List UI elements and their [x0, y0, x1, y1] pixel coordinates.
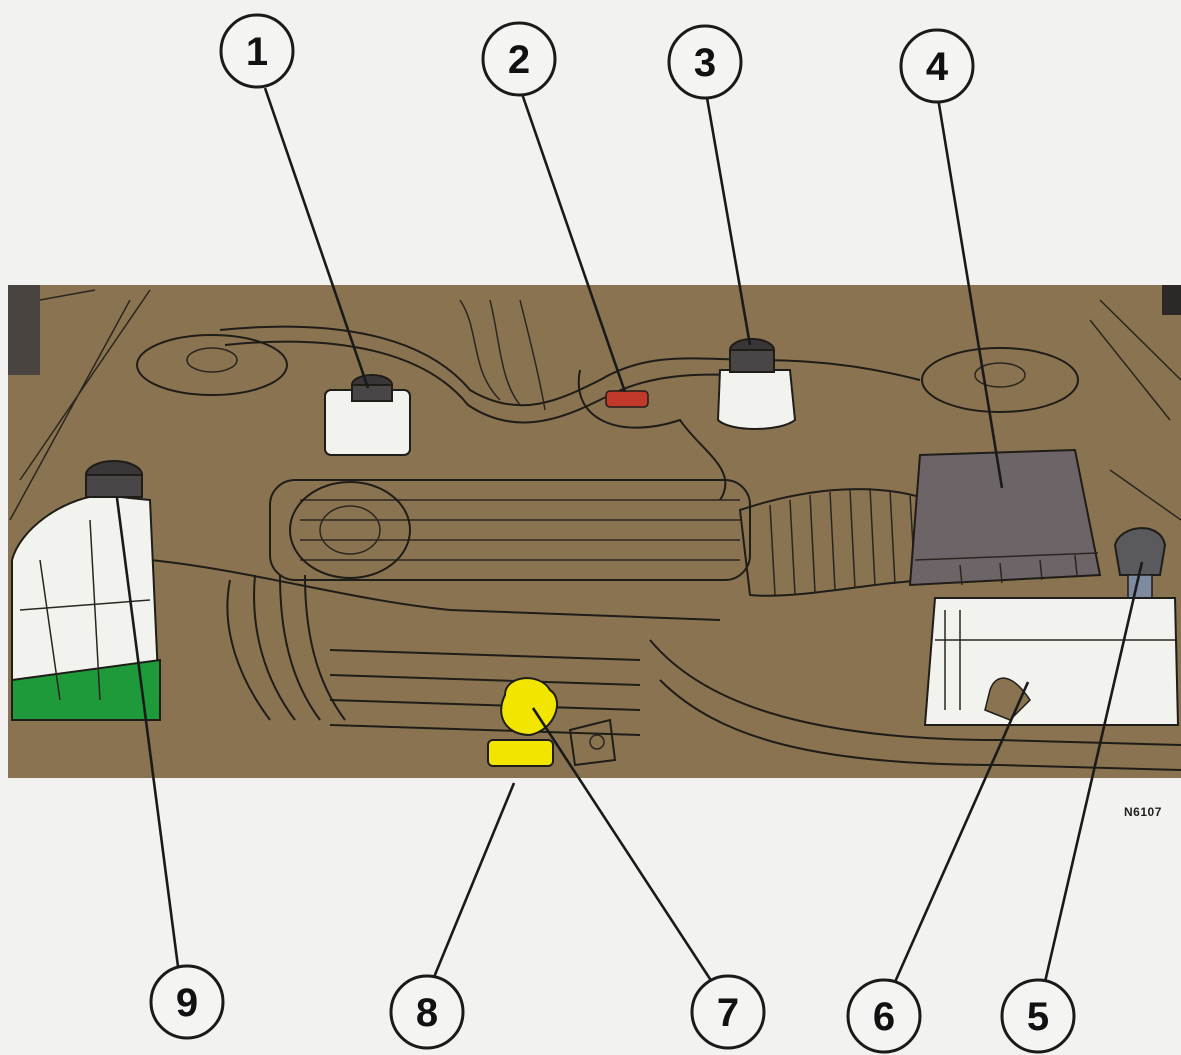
engine-bay-illustration — [8, 285, 1181, 778]
callout-1: 1 — [221, 15, 293, 87]
oil-dipstick — [488, 740, 553, 766]
callout-number: 7 — [717, 991, 739, 1035]
callout-number: 3 — [694, 41, 716, 85]
callout-number: 6 — [873, 995, 895, 1039]
callout-3: 3 — [669, 26, 741, 98]
callout-8: 8 — [391, 976, 463, 1048]
callout-number: 2 — [508, 38, 530, 82]
callout-number: 5 — [1027, 995, 1049, 1039]
callout-7: 7 — [692, 976, 764, 1048]
air-filter-housing — [910, 450, 1100, 585]
callout-number: 8 — [416, 991, 438, 1035]
figure-code-label: N6107 — [1124, 805, 1162, 819]
right-dark-strip — [1162, 285, 1181, 315]
callout-5: 5 — [1002, 980, 1074, 1052]
callout-number: 4 — [926, 45, 949, 89]
left-dark-strip — [8, 285, 40, 375]
callout-number: 1 — [246, 30, 268, 74]
callout-4: 4 — [901, 30, 973, 102]
callout-9: 9 — [151, 966, 223, 1038]
leader-line-8 — [432, 783, 514, 982]
callout-6: 6 — [848, 980, 920, 1052]
callout-2: 2 — [483, 23, 555, 95]
callout-number: 9 — [176, 981, 198, 1025]
battery — [925, 598, 1178, 725]
red-fuse-marker — [606, 391, 648, 407]
